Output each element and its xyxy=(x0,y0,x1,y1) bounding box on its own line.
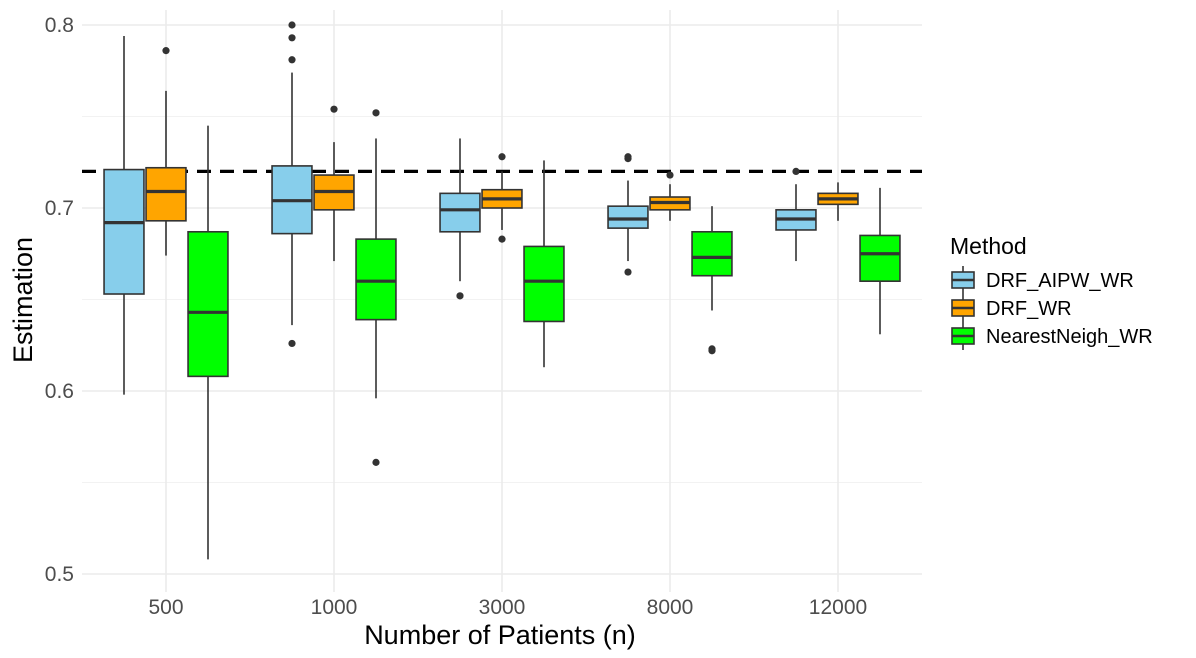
legend-label-DRF_WR: DRF_WR xyxy=(986,298,1072,320)
outlier-point xyxy=(288,339,296,348)
box-DRF_WR-3000 xyxy=(481,153,523,243)
box-body xyxy=(439,192,481,233)
box-DRF_AIPW_WR-8000 xyxy=(607,153,649,276)
outlier-point xyxy=(624,153,632,161)
outlier-point xyxy=(372,458,380,466)
outlier-point xyxy=(288,56,296,64)
outlier-point xyxy=(624,268,632,276)
y-tick-label: 0.5 xyxy=(45,563,74,586)
outlier-point xyxy=(456,292,464,300)
box-body xyxy=(103,168,145,295)
box-plots xyxy=(103,21,901,560)
y-tick-label: 0.7 xyxy=(45,197,74,220)
box-body xyxy=(691,230,733,277)
box-body xyxy=(187,230,229,378)
outlier-point xyxy=(372,109,380,117)
x-axis-ticks: 500 1000 3000 8000 12000 xyxy=(148,596,867,619)
legend-key-DRF_AIPW_WR xyxy=(951,266,975,294)
legend-key-NearestNeigh_WR xyxy=(951,322,975,350)
legend-label-NearestNeigh_WR: NearestNeigh_WR xyxy=(986,326,1153,348)
y-axis-title: Estimation xyxy=(8,237,38,363)
y-axis-ticks: 0.5 0.6 0.7 0.8 xyxy=(45,14,74,586)
box-body xyxy=(355,238,397,321)
outlier-point xyxy=(498,153,506,161)
x-tick-label: 8000 xyxy=(647,596,694,619)
box-body xyxy=(607,205,649,229)
outlier-point xyxy=(708,345,716,353)
legend: Method DRF_AIPW_WR DRF_WR NearestNeigh_WR xyxy=(950,233,1153,350)
legend-key-DRF_WR xyxy=(951,294,975,322)
outlier-point xyxy=(288,21,296,29)
y-tick-label: 0.8 xyxy=(45,14,74,37)
box-NearestNeigh_WR-500 xyxy=(187,125,229,560)
box-DRF_AIPW_WR-3000 xyxy=(439,138,481,300)
x-tick-label: 12000 xyxy=(809,596,867,619)
outlier-point xyxy=(498,235,506,243)
box-DRF_WR-12000 xyxy=(817,182,859,221)
box-DRF_AIPW_WR-1000 xyxy=(271,21,313,348)
x-tick-label: 3000 xyxy=(479,596,526,619)
box-body xyxy=(145,166,187,222)
box-NearestNeigh_WR-3000 xyxy=(523,160,565,368)
box-DRF_AIPW_WR-500 xyxy=(103,35,145,395)
box-NearestNeigh_WR-1000 xyxy=(355,109,397,466)
x-tick-label: 1000 xyxy=(311,596,358,619)
outlier-point xyxy=(330,105,338,113)
x-axis-title: Number of Patients (n) xyxy=(364,620,636,650)
box-DRF_WR-1000 xyxy=(313,105,355,262)
outlier-point xyxy=(666,171,674,179)
legend-title: Method xyxy=(950,233,1027,259)
outlier-point xyxy=(792,167,800,175)
y-tick-label: 0.6 xyxy=(45,380,74,403)
box-DRF_AIPW_WR-12000 xyxy=(775,167,817,262)
x-tick-label: 500 xyxy=(148,596,183,619)
legend-label-DRF_AIPW_WR: DRF_AIPW_WR xyxy=(986,270,1134,292)
box-NearestNeigh_WR-12000 xyxy=(859,187,901,335)
box-body xyxy=(859,234,901,282)
box-DRF_WR-8000 xyxy=(649,171,691,221)
box-DRF_WR-500 xyxy=(145,47,187,256)
box-body xyxy=(523,245,565,323)
box-NearestNeigh_WR-8000 xyxy=(691,206,733,355)
outlier-point xyxy=(288,34,296,42)
outlier-point xyxy=(162,47,170,55)
